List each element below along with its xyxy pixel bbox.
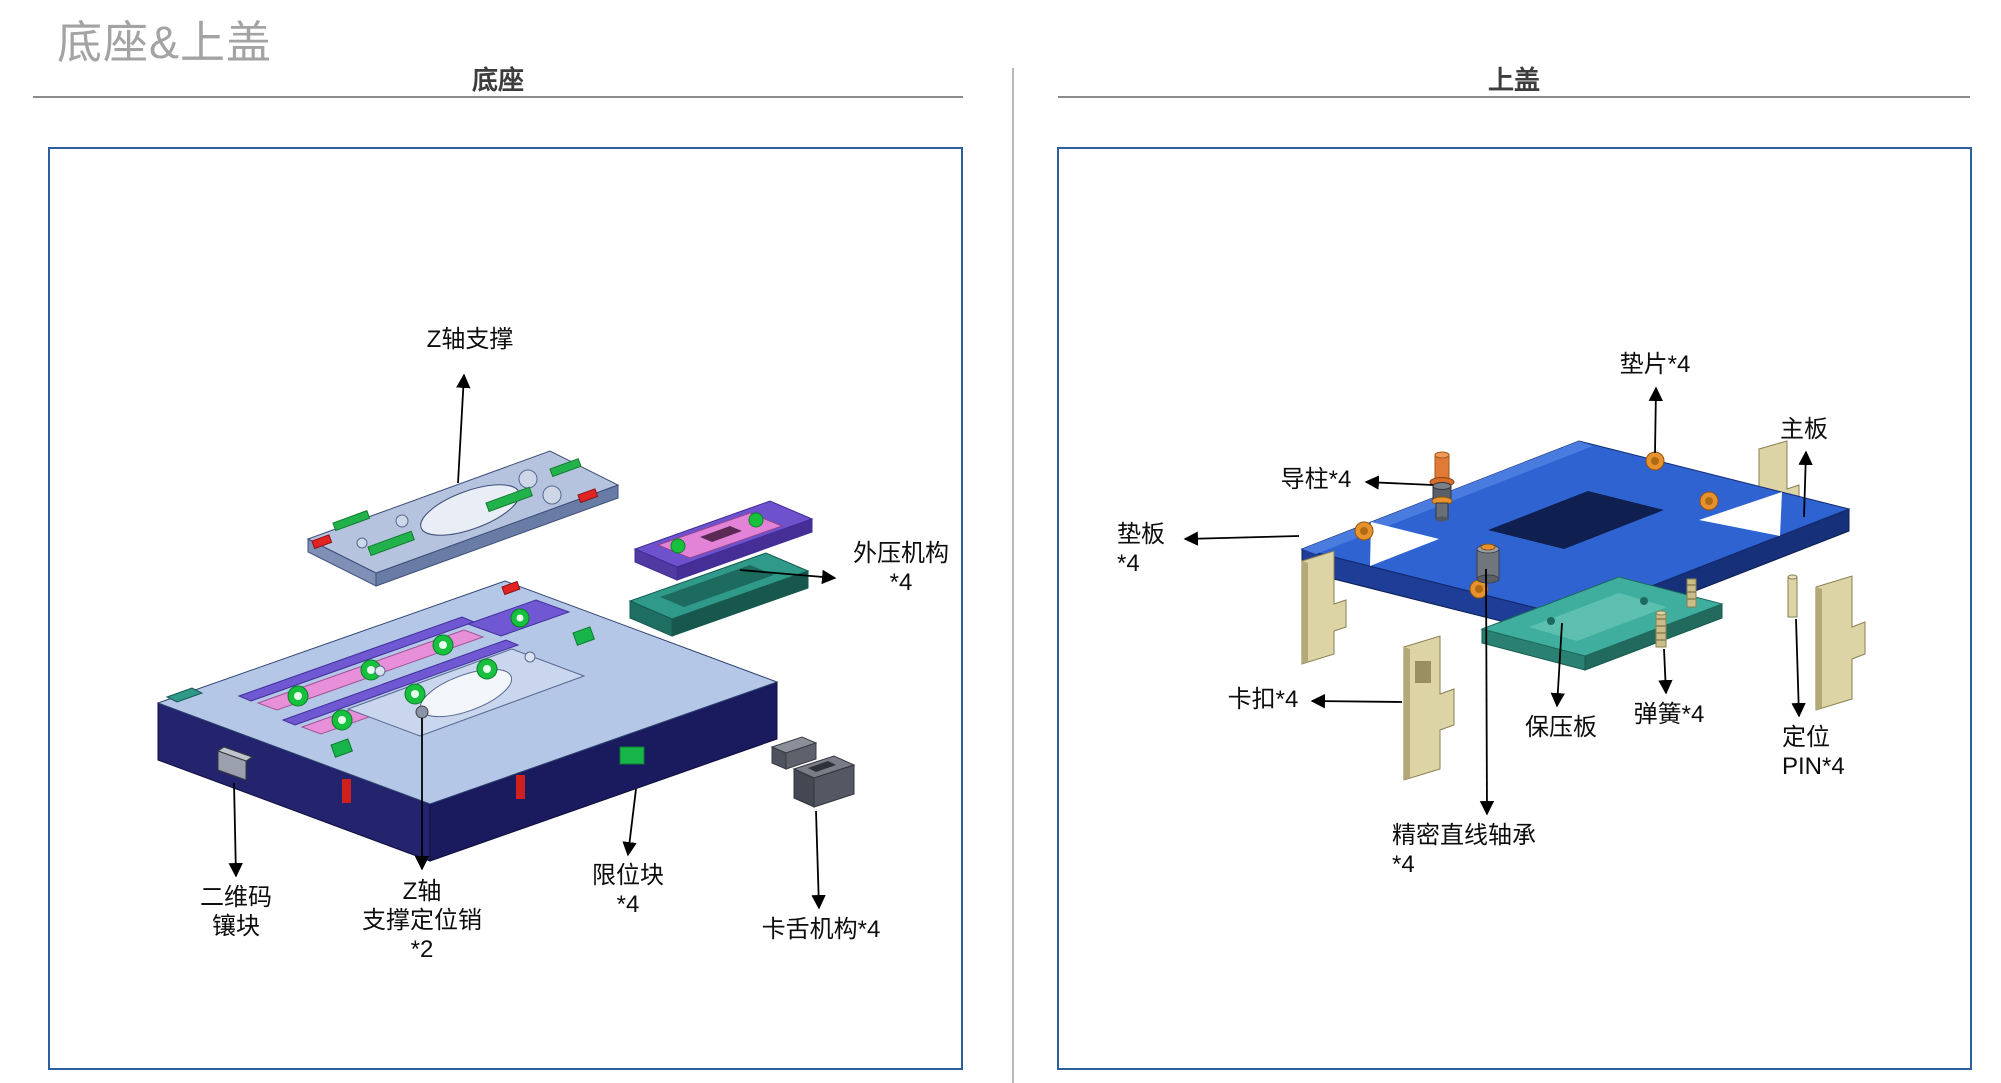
pressure-plate-arrow — [1550, 622, 1565, 708]
label-backing-plate: 垫板 *4 — [1117, 520, 1207, 578]
label-shim: 垫片*4 — [1619, 351, 1691, 378]
spring-part — [1655, 578, 1697, 648]
label-guide-post: 导柱*4 — [1280, 466, 1352, 493]
label-line: 精密直线轴承 — [1392, 822, 1536, 849]
outer-press-arrow — [739, 569, 837, 585]
base-main-assembly-part — [156, 580, 779, 862]
shim-screws — [1354, 451, 1719, 599]
top-cover-assembly-part — [1300, 440, 1866, 781]
label-z-support-pin: Z轴 支撑定位销 *2 — [338, 877, 506, 964]
top-cover-exploded-drawing — [1183, 386, 1866, 816]
label-line: *4 — [889, 569, 913, 596]
linear-bearing-part — [1476, 543, 1500, 584]
label-line: 二维码 — [200, 884, 272, 911]
label-main-board: 主板 — [1780, 416, 1828, 443]
pressure-plate-part — [1480, 576, 1724, 671]
shim-arrow — [1648, 386, 1663, 454]
clip-left-front — [1403, 635, 1455, 781]
label-latch-mech: 卡舌机构*4 — [761, 916, 881, 943]
label-line: 支撑定位销 — [362, 907, 482, 934]
clip-right-front — [1815, 575, 1866, 711]
locating-pin-part — [1787, 574, 1798, 618]
outer-press-mechanism-part — [628, 500, 814, 637]
label-line: *2 — [410, 936, 434, 963]
label-limit-block: 限位块 *4 — [570, 861, 686, 919]
label-line: *4 — [616, 891, 640, 918]
limit-block-arrow — [622, 788, 637, 857]
label-linear-bearing: 精密直线轴承 *4 — [1392, 821, 1592, 879]
label-line: 外压机构 — [853, 540, 949, 567]
label-clip: 卡扣*4 — [1227, 686, 1299, 713]
base-callout-arrows — [228, 373, 837, 910]
base-panel: Z轴支撑 外压机构 *4 二维码 镶块 Z轴 支撑定位销 *2 限位块 *4 卡… — [48, 147, 963, 1070]
header-underline-right — [1058, 96, 1970, 98]
clip-left-rear — [1301, 550, 1347, 665]
header-underline-left — [33, 96, 963, 98]
latch-arrow — [811, 810, 826, 910]
base-exploded-drawing — [156, 373, 856, 910]
guide-post-part — [1429, 451, 1455, 522]
label-outer-press: 外压机构 *4 — [840, 539, 962, 597]
section-header-base: 底座 — [471, 65, 524, 95]
guide-post-arrow — [1364, 475, 1434, 490]
label-spring: 弹簧*4 — [1633, 701, 1705, 728]
z-support-plate-part — [306, 450, 620, 587]
label-line: 定位 — [1782, 724, 1830, 751]
label-line: *4 — [1392, 851, 1415, 878]
main-board-arrow — [1798, 450, 1813, 518]
label-line: 限位块 — [592, 862, 664, 889]
clip-arrow — [1310, 693, 1403, 709]
qr-insert-arrow — [228, 782, 243, 878]
linear-bearing-arrow — [1479, 568, 1495, 816]
label-line: PIN*4 — [1782, 753, 1845, 780]
label-line: *4 — [1117, 550, 1140, 577]
locating-pin-arrow — [1791, 618, 1806, 718]
spring-arrow — [1658, 648, 1673, 695]
section-header-top-cover: 上盖 — [1487, 65, 1540, 95]
label-locating-pin: 定位 PIN*4 — [1782, 723, 1892, 781]
latch-mechanism-part — [770, 736, 856, 808]
backing-plate-arrow — [1183, 531, 1300, 546]
label-z-support: Z轴支撑 — [426, 326, 514, 353]
top-cover-panel: 垫片*4 主板 导柱*4 垫板 *4 卡扣*4 保压板 弹簧*4 定位 PIN*… — [1057, 147, 1972, 1070]
vertical-divider — [1012, 68, 1014, 1083]
label-line: 镶块 — [212, 913, 260, 940]
page-title: 底座&上盖 — [57, 17, 273, 68]
top-cover-callout-arrows — [1183, 386, 1813, 816]
z-support-arrow — [456, 373, 471, 484]
label-line: 垫板 — [1117, 521, 1165, 548]
label-pressure-plate: 保压板 — [1525, 714, 1597, 741]
label-line: Z轴 — [402, 878, 442, 905]
label-qr-insert: 二维码 镶块 — [178, 883, 294, 941]
